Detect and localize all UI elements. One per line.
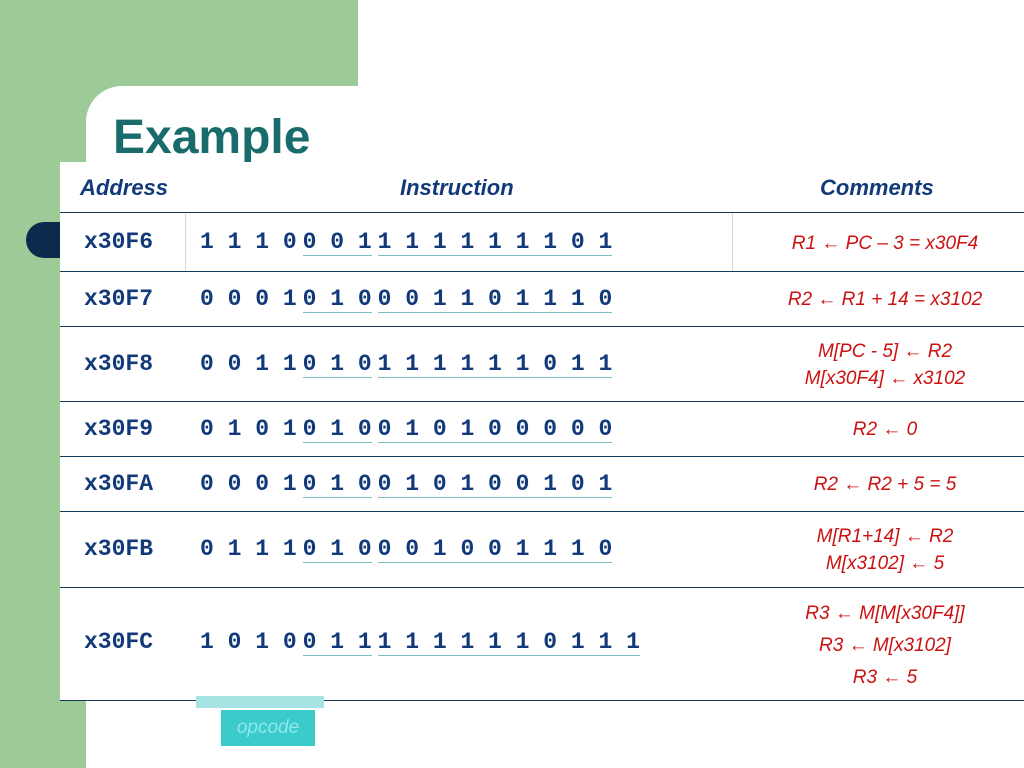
instruction-table: Address Instruction Comments x30F6 1 1 1… bbox=[60, 162, 1024, 701]
comment-line: R3 ← M[x3102] bbox=[819, 635, 951, 656]
comment-line: M[x3102] ← 5 bbox=[825, 553, 945, 574]
table-header: Address Instruction Comments bbox=[60, 162, 1024, 213]
row-address: x30F9 bbox=[84, 416, 154, 442]
header-instruction: Instruction bbox=[400, 175, 514, 200]
opcode-bits: 1 1 1 0 bbox=[200, 229, 297, 255]
row-comments: M[PC - 5] ← R2 M[x30F4] ← x3102 bbox=[750, 338, 1020, 392]
opcode-bits: 0 0 0 1 bbox=[200, 471, 297, 497]
register-bits: 0 1 0 bbox=[302, 351, 372, 378]
opcode-bits: 1 0 1 0 bbox=[200, 629, 297, 655]
operand-bits: 0 1 0 1 0 0 0 0 0 bbox=[377, 416, 613, 443]
register-bits: 0 1 0 bbox=[302, 286, 372, 313]
header-comments: Comments bbox=[820, 175, 934, 200]
operand-bits: 0 0 1 0 0 1 1 1 0 bbox=[377, 536, 613, 563]
comment-line: M[R1+14] ← R2 bbox=[816, 526, 954, 547]
row-address: x30F7 bbox=[84, 286, 154, 312]
opcode-legend-label: opcode bbox=[221, 710, 315, 746]
operand-bits: 1 1 1 1 1 1 0 1 1 bbox=[377, 351, 613, 378]
register-bits: 0 0 1 bbox=[302, 229, 372, 256]
register-bits: 0 1 0 bbox=[302, 536, 372, 563]
row-comments: R1 ← PC – 3 = x30F4 bbox=[750, 230, 1020, 257]
row-comments: R2 ← 0 bbox=[750, 416, 1020, 443]
slide-title: Example bbox=[113, 111, 311, 164]
operand-bits: 0 1 0 1 0 0 1 0 1 bbox=[377, 471, 613, 498]
opcode-bits: 0 0 0 1 bbox=[200, 286, 297, 312]
comment-line: R2 ← R2 + 5 = 5 bbox=[813, 474, 957, 495]
operand-bits: 0 0 1 1 0 1 1 1 0 bbox=[377, 286, 613, 313]
opcode-bits: 0 1 1 1 bbox=[200, 536, 297, 562]
row-comments: M[R1+14] ← R2 M[x3102] ← 5 bbox=[750, 523, 1020, 577]
opcode-bits: 0 0 1 1 bbox=[200, 351, 297, 377]
register-bits: 0 1 0 bbox=[302, 416, 372, 443]
comment-line: R3 ← M[M[x30F4]] bbox=[805, 603, 965, 624]
comment-line: R2 ← R1 + 14 = x3102 bbox=[787, 289, 983, 310]
register-bits: 0 1 1 bbox=[302, 629, 372, 656]
comment-line: R2 ← 0 bbox=[852, 419, 918, 440]
operand-bits: 1 1 1 1 1 1 0 1 1 1 bbox=[377, 629, 640, 656]
operand-bits: 1 1 1 1 1 1 1 0 1 bbox=[377, 229, 613, 256]
row-address: x30FA bbox=[84, 471, 154, 497]
comment-line: M[x30F4] ← x3102 bbox=[804, 368, 966, 389]
comment-line: M[PC - 5] ← R2 bbox=[817, 341, 953, 362]
comment-line: R3 ← 5 bbox=[852, 667, 918, 688]
opcode-bits: 0 1 0 1 bbox=[200, 416, 297, 442]
comment-line: R1 ← PC – 3 = x30F4 bbox=[791, 233, 979, 254]
row-address: x30FB bbox=[84, 536, 154, 562]
row-address: x30F8 bbox=[84, 351, 154, 377]
header-address: Address bbox=[80, 175, 169, 200]
row-address: x30F6 bbox=[84, 229, 154, 255]
row-comments: R3 ← M[M[x30F4]] R3 ← M[x3102] R3 ← 5 bbox=[750, 598, 1020, 694]
row-comments: R2 ← R2 + 5 = 5 bbox=[750, 471, 1020, 498]
row-highlight-frame bbox=[185, 213, 733, 271]
opcode-legend-bar bbox=[196, 696, 324, 708]
row-comments: R2 ← R1 + 14 = x3102 bbox=[750, 286, 1020, 313]
register-bits: 0 1 0 bbox=[302, 471, 372, 498]
row-address: x30FC bbox=[84, 629, 154, 655]
